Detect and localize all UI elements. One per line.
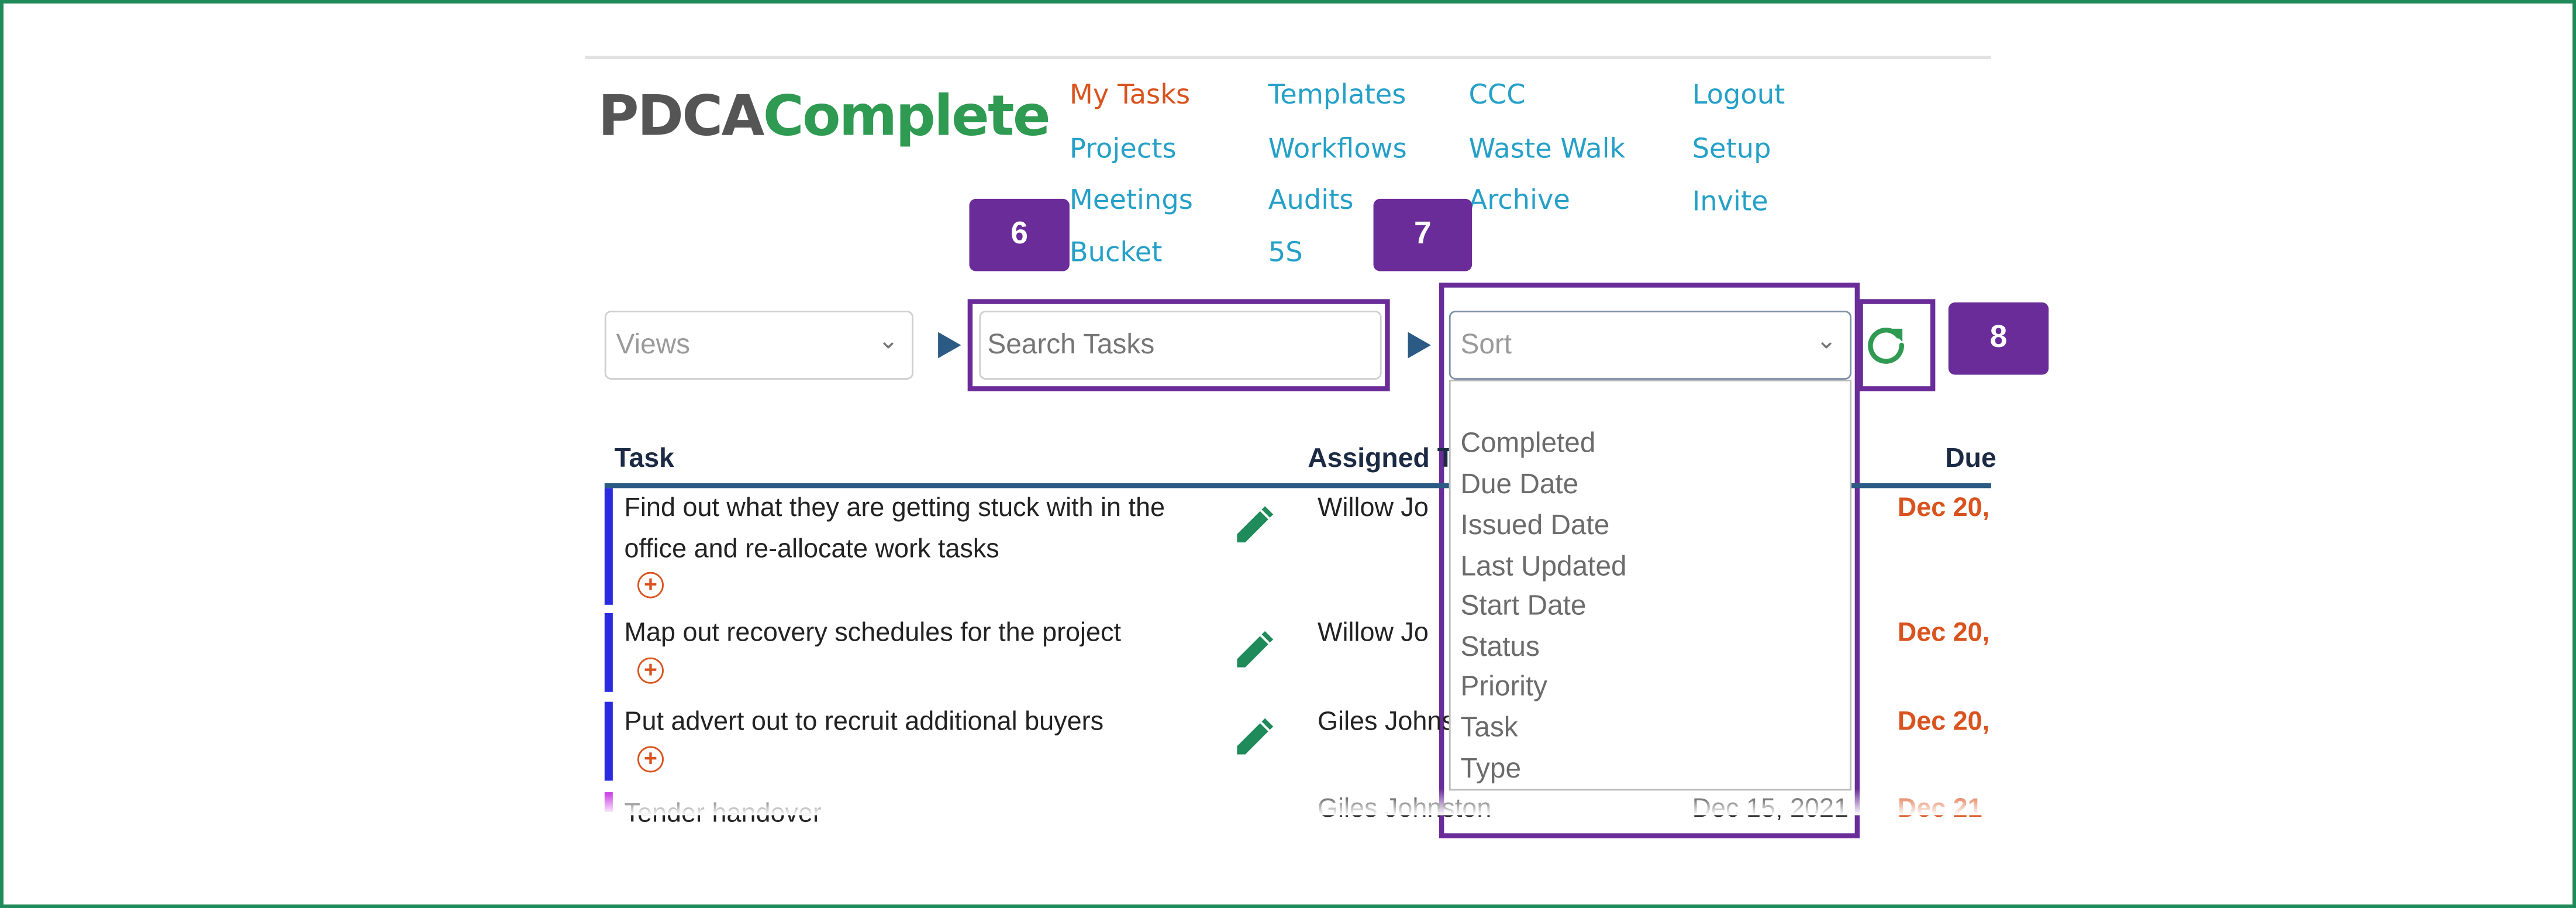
nav-audits[interactable]: Audits	[1268, 184, 1354, 216]
views-select[interactable]: Views ⌄	[604, 310, 913, 380]
sort-option-task[interactable]: Task	[1460, 711, 1518, 743]
pencil-icon[interactable]	[1232, 630, 1275, 672]
callout-badge-7: 7	[1373, 198, 1473, 271]
task-text-line1: Put advert out to recruit additional buy…	[624, 708, 1104, 737]
nav-invite[interactable]: Invite	[1692, 185, 1768, 217]
refresh-button[interactable]	[1863, 322, 1909, 369]
row-color-bar	[604, 701, 613, 781]
search-input[interactable]	[979, 310, 1382, 380]
row-color-bar	[604, 613, 613, 692]
sort-option-type[interactable]: Type	[1460, 752, 1522, 785]
callout-highlight-refresh	[1858, 299, 1936, 391]
callout-highlight-search	[967, 299, 1390, 391]
chevron-down-icon: ⌄	[878, 327, 899, 355]
assigned-person: Willow Jo	[1318, 620, 1429, 648]
table-header-rule	[604, 483, 1991, 489]
pencil-icon[interactable]	[1232, 717, 1275, 759]
assigned-person: Giles Johns	[1318, 708, 1455, 737]
row-color-bar	[604, 488, 613, 605]
task-text-line1: Map out recovery schedules for the proje…	[624, 620, 1121, 648]
plus-circle-icon[interactable]: +	[637, 658, 664, 684]
nav-bucket[interactable]: Bucket	[1069, 236, 1163, 268]
table-row-task[interactable]: Map out recovery schedules for the proje…	[625, 613, 1219, 654]
list-fade-overlay	[585, 789, 1998, 816]
pencil-icon[interactable]	[1232, 504, 1275, 547]
nav-archive[interactable]: Archive	[1468, 184, 1570, 216]
nav-my-tasks[interactable]: My Tasks	[1069, 78, 1191, 111]
sort-option-completed[interactable]: Completed	[1460, 427, 1596, 459]
callout-badge-6: 6	[969, 198, 1070, 271]
sort-select-value: Sort	[1460, 328, 1512, 360]
sort-option-issued-date[interactable]: Issued Date	[1460, 509, 1610, 541]
callout-badge-8: 8	[1948, 302, 2049, 375]
due-date: Dec 20,	[1897, 494, 1990, 523]
column-header-task[interactable]: Task	[614, 443, 674, 474]
refresh-icon	[1868, 328, 1904, 364]
sort-option-priority[interactable]: Priority	[1460, 670, 1548, 702]
sort-dropdown-list: Completed Due Date Issued Date Last Upda…	[1449, 379, 1852, 791]
play-arrow-icon	[938, 332, 961, 359]
sort-select[interactable]: Sort ⌄	[1449, 310, 1852, 380]
logo-dark-text: PDCA	[598, 84, 765, 150]
chevron-down-icon: ⌄	[1816, 327, 1837, 355]
due-date: Dec 20,	[1897, 620, 1990, 648]
due-date: Dec 20,	[1897, 708, 1990, 737]
nav-workflows[interactable]: Workflows	[1268, 133, 1407, 164]
play-arrow-icon	[1408, 332, 1431, 359]
nav-5s[interactable]: 5S	[1268, 236, 1303, 268]
logo-green-text: Complete	[763, 84, 1051, 150]
table-row-task[interactable]: Find out what they are getting stuck wit…	[625, 488, 1219, 570]
task-text-line1: Find out what they are getting stuck wit…	[624, 494, 1165, 523]
nav-meetings[interactable]: Meetings	[1069, 184, 1193, 216]
top-divider	[585, 56, 1991, 60]
nav-projects[interactable]: Projects	[1069, 133, 1177, 164]
column-header-assigned[interactable]: Assigned T	[1308, 443, 1454, 474]
callout-highlight-sort	[1439, 283, 1860, 838]
nav-ccc[interactable]: CCC	[1468, 78, 1526, 111]
sort-option-due-date[interactable]: Due Date	[1460, 468, 1579, 500]
plus-circle-icon[interactable]: +	[637, 572, 664, 599]
column-header-due[interactable]: Due	[1945, 443, 1996, 474]
nav-logout[interactable]: Logout	[1692, 78, 1785, 111]
sort-option-status[interactable]: Status	[1460, 631, 1540, 663]
table-row-task[interactable]: Put advert out to recruit additional buy…	[625, 702, 1219, 743]
nav-templates[interactable]: Templates	[1268, 78, 1406, 111]
plus-circle-icon[interactable]: +	[637, 746, 664, 773]
nav-setup[interactable]: Setup	[1692, 133, 1771, 164]
assigned-person: Willow Jo	[1318, 494, 1429, 523]
task-text-line2: office and re-allocate work tasks	[624, 535, 999, 564]
app-logo[interactable]: PDCAComplete	[598, 81, 1051, 153]
views-select-value: Views	[616, 328, 691, 360]
sort-option-last-updated[interactable]: Last Updated	[1460, 551, 1627, 582]
sort-option-start-date[interactable]: Start Date	[1460, 590, 1587, 621]
nav-waste-walk[interactable]: Waste Walk	[1468, 133, 1626, 164]
